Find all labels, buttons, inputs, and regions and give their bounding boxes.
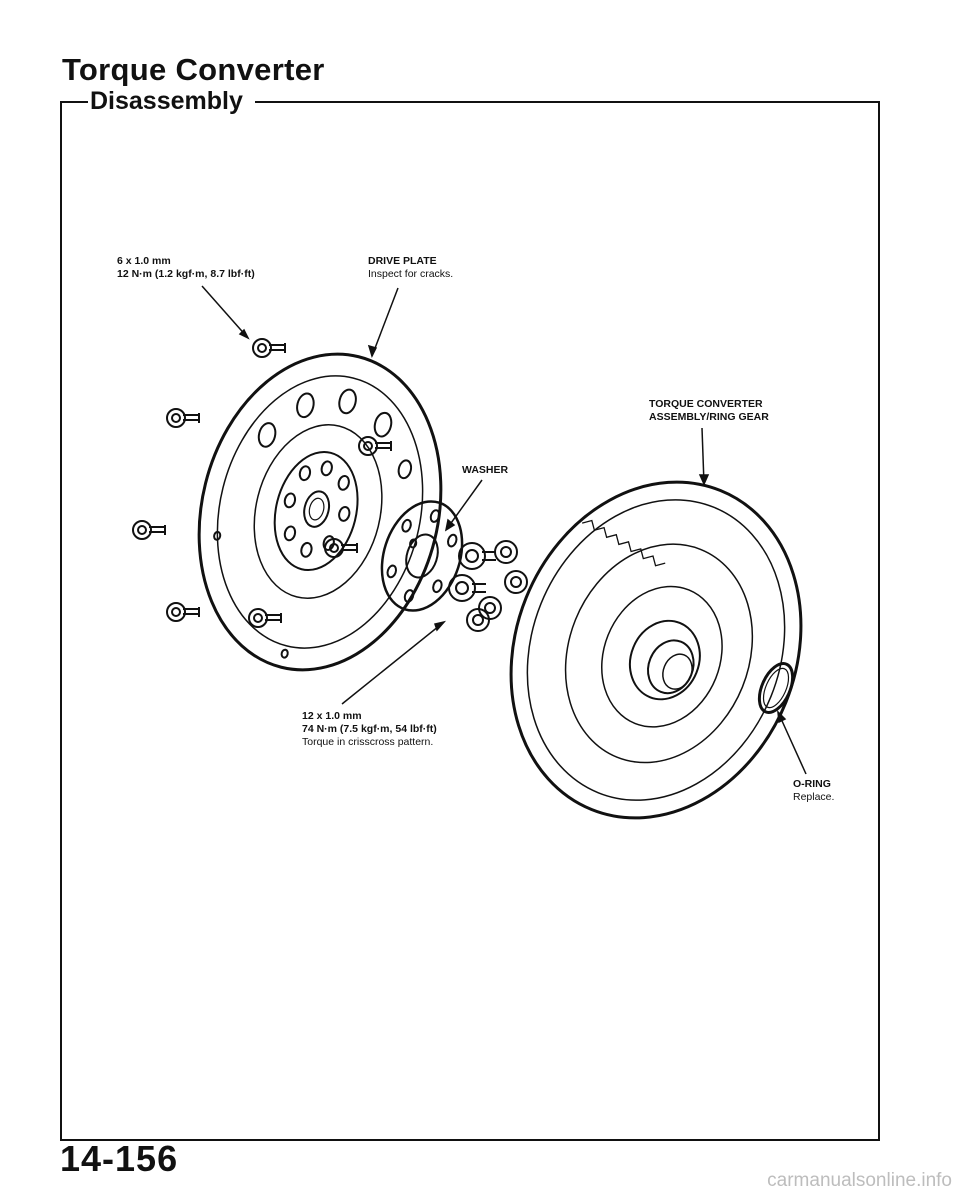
drive-plate — [197, 352, 443, 672]
site-watermark: carmanualsonline.info — [767, 1170, 952, 1191]
large-bolt-note: Torque in crisscross pattern. — [302, 736, 434, 748]
small-bolt — [132, 520, 166, 540]
small-bolt — [358, 436, 392, 456]
large-bolt — [458, 542, 496, 570]
large-bolt — [494, 540, 518, 564]
torque-converter-callout: TORQUE CONVERTER ASSEMBLY/RING GEAR — [649, 398, 769, 424]
small-bolt — [166, 408, 200, 428]
o-ring-callout: O-RING Replace. — [793, 778, 834, 804]
page-title: Torque Converter — [62, 52, 325, 87]
small-bolt-callout: 6 x 1.0 mm 12 N·m (1.2 kgf·m, 8.7 lbf·ft… — [117, 255, 255, 281]
torque-converter — [509, 480, 803, 820]
o-ring — [757, 662, 795, 714]
small-bolt-size: 6 x 1.0 mm — [117, 255, 171, 267]
torque-converter-label-line2: ASSEMBLY/RING GEAR — [649, 411, 769, 423]
small-bolt — [252, 338, 286, 358]
small-bolt — [248, 608, 282, 628]
drive-plate-note: Inspect for cracks. — [368, 268, 454, 280]
drive-plate-callout: DRIVE PLATE Inspect for cracks. — [368, 255, 453, 281]
drive-plate-label: DRIVE PLATE — [368, 255, 437, 267]
washer-label: WASHER — [462, 464, 509, 476]
small-bolt — [166, 602, 200, 622]
large-bolt-size: 12 x 1.0 mm — [302, 710, 362, 722]
washer — [380, 500, 464, 612]
large-bolt — [466, 608, 490, 632]
o-ring-note: Replace. — [793, 791, 835, 803]
large-bolt — [504, 570, 528, 594]
large-bolt-torque: 74 N·m (7.5 kgf·m, 54 lbf·ft) — [302, 723, 437, 735]
small-bolt — [324, 538, 358, 558]
large-bolt — [478, 596, 502, 620]
o-ring-label: O-RING — [793, 778, 831, 790]
page-number: 14-156 — [60, 1138, 179, 1179]
washer-callout: WASHER — [462, 464, 508, 477]
section-title: Disassembly — [88, 86, 255, 116]
large-bolt — [448, 574, 486, 602]
small-bolt-torque: 12 N·m (1.2 kgf·m, 8.7 lbf·ft) — [117, 268, 255, 280]
torque-converter-label-line1: TORQUE CONVERTER — [649, 398, 763, 410]
diagram-frame — [60, 101, 880, 1141]
large-bolt-callout: 12 x 1.0 mm 74 N·m (7.5 kgf·m, 54 lbf·ft… — [302, 710, 437, 749]
